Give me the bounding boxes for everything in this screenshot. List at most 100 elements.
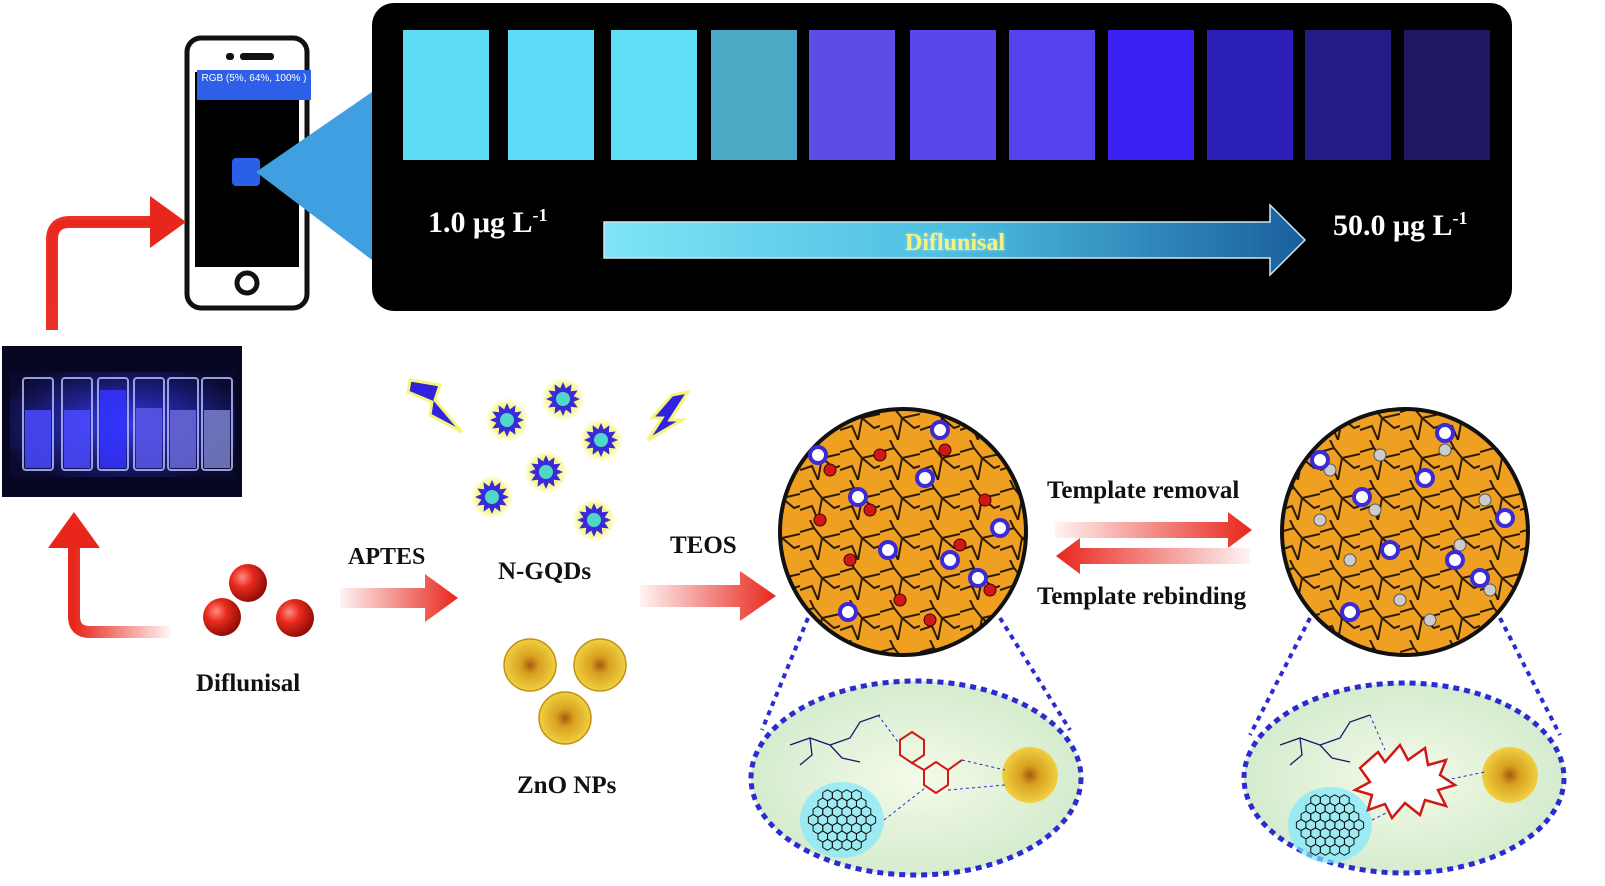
bound-template — [983, 583, 997, 597]
ngqd-site — [1380, 540, 1400, 560]
phone-color-swatch — [232, 158, 260, 186]
color-swatch — [1108, 30, 1194, 160]
ngqd-particle — [572, 498, 616, 542]
ngqd-site — [1415, 468, 1435, 488]
ngqd-site — [1495, 508, 1515, 528]
ngqd-site — [848, 487, 868, 507]
phone-home-button — [234, 270, 260, 296]
template-removal-label: Template removal — [1047, 477, 1240, 504]
color-swatch — [611, 30, 697, 160]
aptes-label: APTES — [348, 544, 426, 570]
bound-template — [893, 593, 907, 607]
empty-cavity — [1343, 553, 1357, 567]
bound-template — [843, 553, 857, 567]
color-swatch — [1009, 30, 1095, 160]
bound-template — [938, 443, 952, 457]
ngqd-site — [915, 468, 935, 488]
cavity-starburst — [1351, 742, 1458, 821]
empty-cavity — [1438, 443, 1452, 457]
color-swatch — [1305, 30, 1391, 160]
bound-template — [953, 538, 967, 552]
ngqd-particle — [470, 475, 514, 519]
cuvette-photo — [2, 346, 242, 497]
empty-cavities — [1310, 423, 1515, 627]
empty-cavity — [1423, 613, 1437, 627]
zno-label: ZnO NPs — [517, 772, 617, 799]
binding-sites — [808, 420, 1010, 627]
ngqd-site — [1470, 568, 1490, 588]
bound-template — [813, 513, 827, 527]
mip-sphere-removed — [1280, 407, 1530, 657]
red-arrow-to-phone-head — [150, 196, 186, 248]
ngqd-site — [930, 420, 950, 440]
zno-particle — [538, 691, 592, 745]
aptes-chain — [789, 714, 1371, 766]
ngqd-particle — [579, 418, 623, 462]
diflunisal-molecules — [203, 564, 314, 637]
bound-template — [978, 493, 992, 507]
red-arrow-to-cuvettes-stroke — [68, 545, 170, 638]
ngqd-site — [1352, 487, 1372, 507]
zoom-lines — [760, 616, 1562, 736]
color-swatch — [1404, 30, 1490, 160]
ngqd-site — [1340, 602, 1360, 622]
graphene-qd-structure — [1288, 787, 1372, 863]
template-removal-arrow — [1055, 512, 1252, 548]
lightning-icon — [406, 378, 464, 434]
ngqd-particles — [470, 377, 623, 542]
color-swatch — [711, 30, 797, 160]
empty-cavity — [1453, 538, 1467, 552]
interaction-lines — [877, 714, 1486, 821]
ngqd-site — [940, 550, 960, 570]
teos-arrow — [640, 571, 776, 621]
color-swatch — [403, 30, 489, 160]
ngqd-site — [1445, 550, 1465, 570]
zno-cluster — [1002, 747, 1058, 803]
template-rebinding-arrow — [1056, 538, 1250, 574]
red-arrow-to-cuvettes-head — [48, 512, 100, 548]
ngqd-site — [1435, 423, 1455, 443]
bound-template — [863, 503, 877, 517]
phone-rgb-readout: RGB (5%, 64%, 100% ) — [197, 70, 311, 100]
high-concentration-label: 50.0 μg L-1 — [1333, 208, 1468, 242]
color-swatch — [508, 30, 594, 160]
diflunisal-arrow-label: Diflunisal — [904, 230, 1006, 256]
ngqd-site — [808, 445, 828, 465]
empty-cavity — [1483, 583, 1497, 597]
zno-cluster — [1482, 747, 1538, 803]
color-swatch — [1207, 30, 1293, 160]
aptes-arrow — [340, 574, 458, 622]
color-swatch — [809, 30, 895, 160]
ngqd-site — [1310, 450, 1330, 470]
graphene-qd-structure — [800, 782, 884, 858]
diflunisal-structure — [899, 730, 963, 795]
empty-cavity — [1478, 493, 1492, 507]
ngqd-particle — [524, 450, 568, 494]
teos-label: TEOS — [670, 532, 737, 559]
lightning-icon — [646, 389, 692, 442]
bound-template — [873, 448, 887, 462]
ngqd-site — [838, 602, 858, 622]
ngqd-particle — [485, 398, 529, 442]
template-rebinding-label: Template rebinding — [1037, 583, 1247, 610]
bound-template — [823, 463, 837, 477]
low-concentration-label: 1.0 μg L-1 — [428, 205, 548, 239]
ngqd-site — [968, 568, 988, 588]
empty-cavity — [1313, 513, 1327, 527]
bound-template — [923, 613, 937, 627]
empty-cavity — [1373, 448, 1387, 462]
red-arrow-to-phone-stroke — [46, 216, 155, 330]
zno-particles — [503, 638, 627, 745]
color-swatch — [910, 30, 996, 160]
ngqd-site — [878, 540, 898, 560]
ngqd-site — [990, 518, 1010, 538]
projection-beam — [256, 92, 372, 260]
zno-particle — [573, 638, 627, 692]
diflunisal-gradient-arrow — [603, 203, 1307, 277]
mip-sphere-imprinted — [778, 407, 1028, 657]
ngqds-label: N-GQDs — [498, 558, 592, 585]
empty-cavity — [1393, 593, 1407, 607]
diflunisal-label: Diflunisal — [196, 670, 301, 697]
ngqd-particle — [541, 377, 585, 421]
empty-cavity — [1368, 503, 1382, 517]
